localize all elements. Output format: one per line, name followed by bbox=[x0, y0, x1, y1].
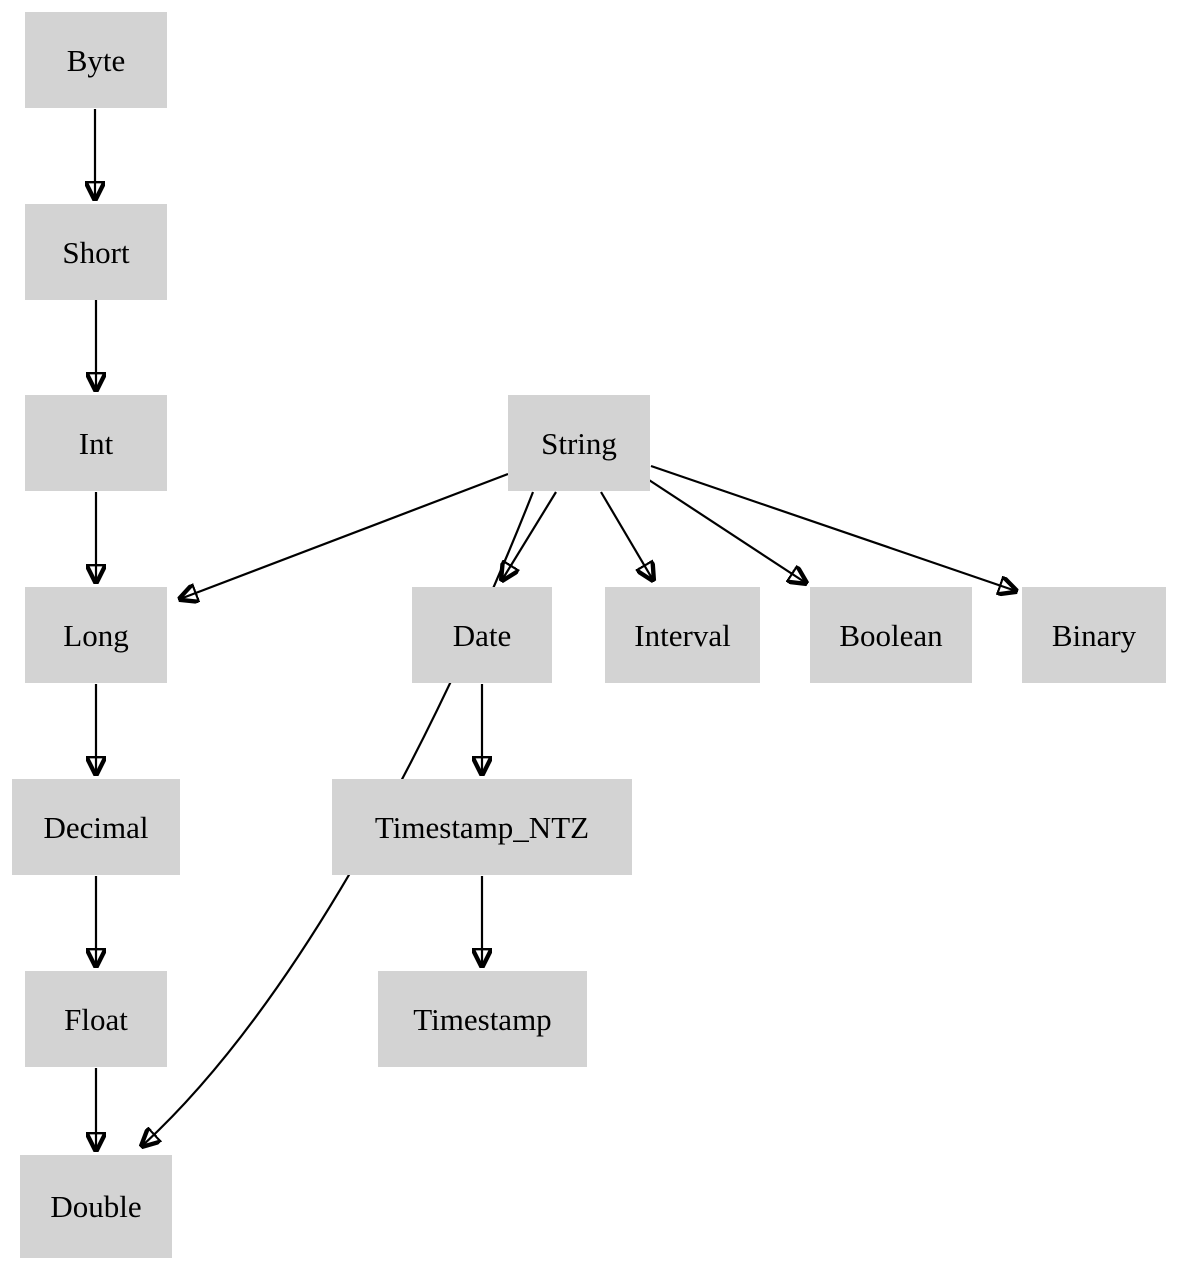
edge-string-to-binary bbox=[650, 464, 1016, 591]
node-long: Long bbox=[25, 587, 167, 683]
node-interval: Interval bbox=[605, 587, 760, 683]
node-short: Short bbox=[25, 204, 167, 300]
node-timestamp-ntz: Timestamp_NTZ bbox=[332, 779, 632, 875]
node-double: Double bbox=[20, 1155, 172, 1258]
node-timestamp: Timestamp bbox=[378, 971, 587, 1067]
node-float: Float bbox=[25, 971, 167, 1067]
node-date: Date bbox=[412, 587, 552, 683]
node-byte: Byte bbox=[25, 12, 167, 108]
node-int: Int bbox=[25, 395, 167, 491]
node-decimal: Decimal bbox=[12, 779, 180, 875]
edge-string-to-long bbox=[180, 472, 509, 599]
edge-string-to-boolean bbox=[648, 479, 806, 583]
edge-string-to-interval bbox=[600, 491, 653, 580]
node-boolean: Boolean bbox=[810, 587, 972, 683]
node-string: String bbox=[508, 395, 650, 491]
edge-string-to-date bbox=[502, 491, 557, 580]
node-binary: Binary bbox=[1022, 587, 1166, 683]
